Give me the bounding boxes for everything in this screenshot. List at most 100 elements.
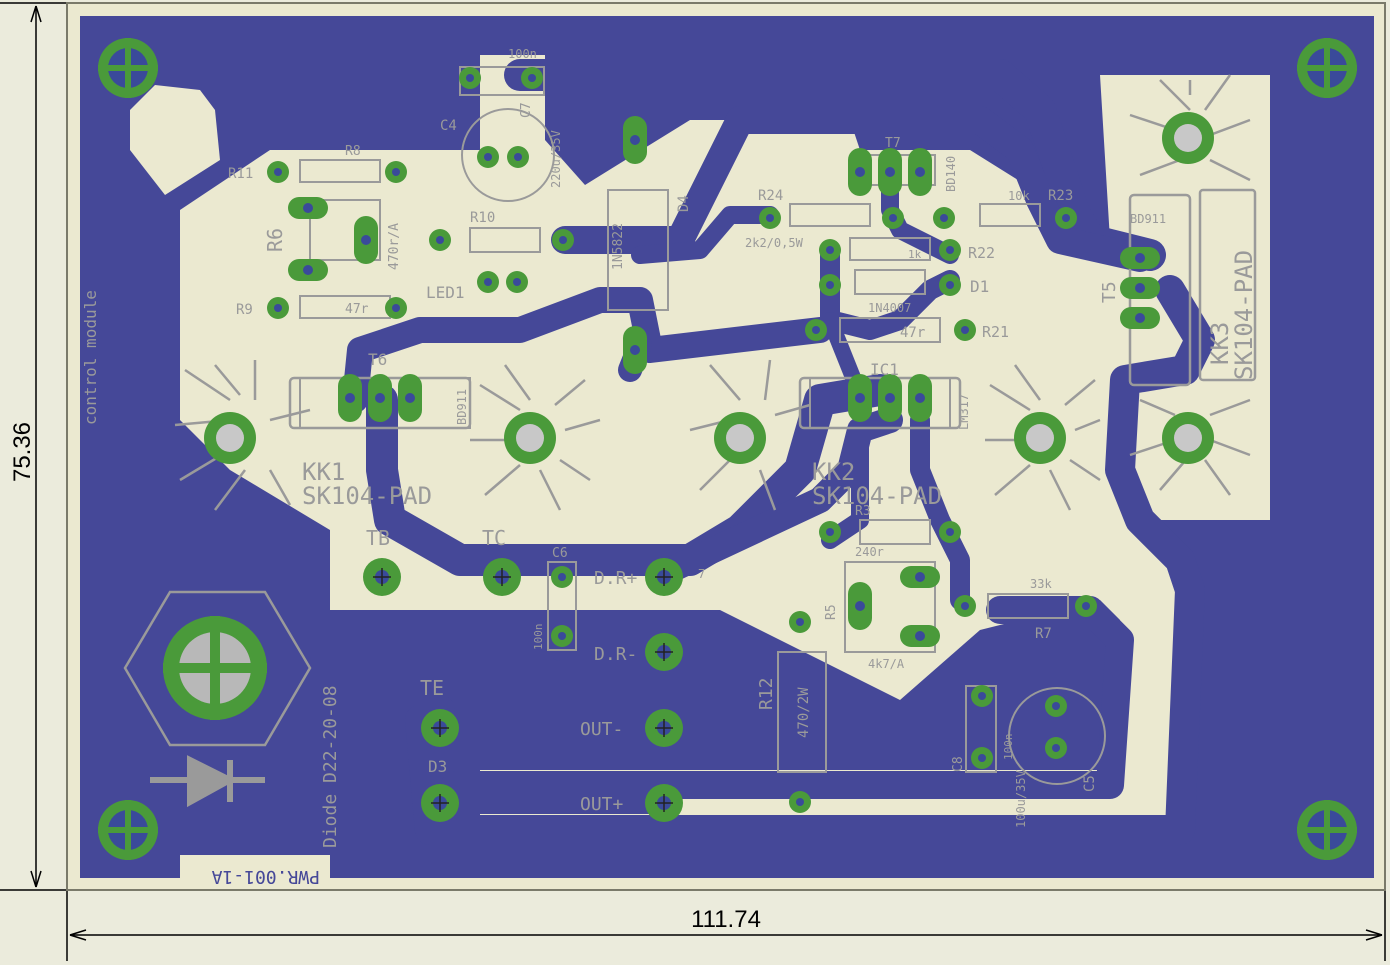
label-r22: R22: [968, 244, 995, 262]
label-bd911-t6: BD911: [455, 389, 469, 425]
pad-12: [483, 558, 521, 596]
label-c7: C7: [519, 102, 534, 118]
label-r8: R8: [345, 144, 361, 159]
pad-50: [971, 747, 993, 769]
diode-date-label: Diode D22-20-08: [320, 685, 341, 848]
pad-45: [789, 611, 811, 633]
mounting-hole-3: [1297, 800, 1357, 860]
label-c8: C8: [951, 756, 966, 772]
label-r12: R12: [756, 677, 777, 710]
label-r7: R7: [1035, 626, 1052, 642]
pad-34: [939, 239, 961, 261]
pad-27: [385, 161, 407, 183]
pad-4: [163, 616, 267, 720]
label-c6: C6: [552, 546, 568, 561]
label-r9-val: 47r: [345, 302, 369, 317]
label-r11: R11: [228, 166, 253, 182]
board-id-label: PWR.001-1A: [211, 866, 320, 887]
pad-30: [267, 297, 289, 319]
label-r9: R9: [236, 302, 253, 318]
label-d1-val: 1N4007: [868, 301, 911, 315]
label-dr-plus: D.R+: [594, 568, 638, 589]
pad-44: [1075, 595, 1097, 617]
pad-5: [204, 412, 256, 464]
pad-46: [789, 791, 811, 813]
label-d1: D1: [970, 277, 989, 296]
label-tc: TC: [482, 526, 506, 550]
label-r23-val: 10k: [1008, 189, 1030, 203]
pad-25: [429, 229, 451, 251]
pad-9: [1162, 112, 1214, 164]
pad-61: [848, 148, 872, 196]
pad-29: [385, 297, 407, 319]
pad-23: [506, 271, 528, 293]
label-dr-minus: D.R-: [594, 644, 637, 665]
pad-49: [971, 685, 993, 707]
label-r10: R10: [470, 210, 495, 226]
pads-group: [98, 38, 1357, 860]
label-r3: R3: [855, 504, 871, 519]
pad-10: [1162, 412, 1214, 464]
pad-7: [714, 412, 766, 464]
label-c4-val: 220u/35V: [549, 130, 563, 188]
pad-21: [477, 146, 499, 168]
kk3-ref: KK3: [1206, 322, 1234, 365]
height-dimension-label: 75.36: [9, 422, 36, 482]
pad-40: [1055, 207, 1077, 229]
pad-42: [939, 521, 961, 543]
label-bd911-t5: BD911: [1130, 212, 1166, 226]
label-c4: C4: [440, 118, 457, 134]
mounting-hex: [123, 590, 312, 747]
pad-56: [368, 374, 392, 422]
label-t6: T6: [368, 350, 387, 369]
mounting-hole-0: [98, 38, 158, 98]
pad-11: [363, 558, 401, 596]
pad-22: [507, 146, 529, 168]
label-r12-val: 470/2W: [796, 687, 812, 738]
label-seven: 7: [698, 567, 705, 581]
pad-39: [933, 207, 955, 229]
pad-60: [908, 374, 932, 422]
label-ic1: IC1: [870, 360, 899, 379]
diode-symbol: [150, 755, 265, 808]
pad-54: [623, 326, 647, 374]
label-r22-val: 1k: [908, 248, 922, 261]
pad-43: [954, 595, 976, 617]
pad-28: [267, 161, 289, 183]
kk3-part: SK104-PAD: [1230, 250, 1258, 380]
pad-64: [288, 197, 328, 219]
pad-24: [477, 271, 499, 293]
pad-33: [819, 239, 841, 261]
pad-6: [504, 412, 556, 464]
pad-13: [645, 558, 683, 596]
label-t7: T7: [885, 136, 901, 151]
pad-41: [819, 521, 841, 543]
pad-35: [819, 274, 841, 296]
pad-36: [939, 274, 961, 296]
label-lm317: LM317: [957, 394, 971, 430]
label-d3: D3: [428, 757, 447, 776]
label-r24: R24: [758, 188, 783, 204]
pad-66: [354, 216, 378, 264]
label-d4-val: 1N5822: [611, 223, 626, 270]
label-out-plus: OUT+: [580, 794, 624, 815]
label-c5-val: 100u/35V: [1014, 770, 1028, 828]
label-d4: D4: [676, 195, 692, 212]
label-r23: R23: [1048, 188, 1073, 204]
label-te: TE: [420, 676, 444, 700]
label-r5-val: 4k7/A: [868, 657, 905, 671]
pad-32: [882, 207, 904, 229]
pad-71: [900, 625, 940, 647]
pad-48: [551, 625, 573, 647]
height-dimension: [0, 2, 68, 891]
pad-62: [878, 148, 902, 196]
pad-31: [759, 207, 781, 229]
pad-8: [1014, 412, 1066, 464]
pad-38: [954, 319, 976, 341]
kk2-ref: KK2: [812, 458, 855, 486]
mounting-hole-2: [98, 800, 158, 860]
pad-53: [623, 116, 647, 164]
label-led1: LED1: [426, 283, 465, 302]
label-r21: R21: [982, 323, 1009, 341]
